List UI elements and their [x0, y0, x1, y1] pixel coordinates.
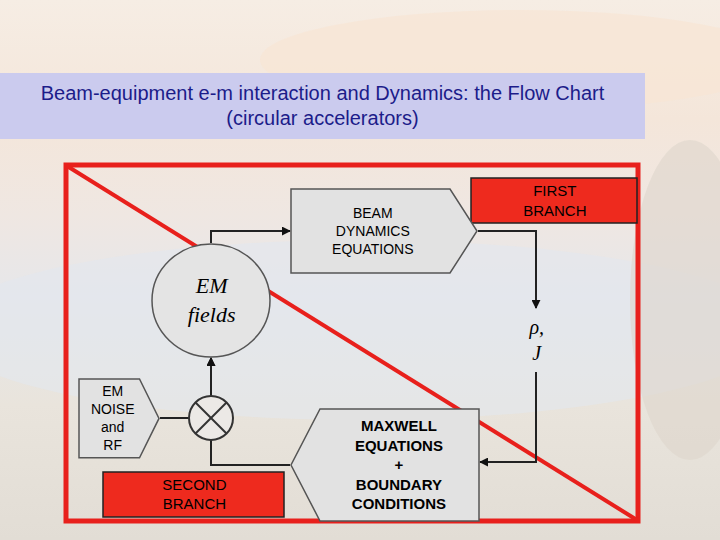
outline-shape	[291, 409, 479, 521]
node-label: SECOND BRANCH	[161, 475, 227, 514]
junction-cross	[196, 403, 227, 434]
outline-shape	[79, 379, 159, 458]
node-label: EM fields	[187, 272, 236, 329]
text-holder: ρ, J	[529, 314, 545, 366]
node-label: ρ, J	[529, 314, 545, 366]
node-label: EM NOISE and RF	[90, 382, 135, 455]
junction-cross	[196, 403, 227, 434]
outline-shape	[152, 244, 270, 357]
junction-circle	[189, 396, 233, 440]
node-label: MAXWELL EQUATIONS + BOUNDARY CONDITIONS	[351, 416, 447, 514]
text-holder: FIRST BRANCH	[522, 181, 587, 220]
process-pentagon: BEAM DYNAMICS EQUATIONS	[290, 188, 478, 274]
title-band: Beam-equipment e-m interaction and Dynam…	[0, 73, 645, 139]
tree-shadow	[630, 140, 720, 460]
outline-shape	[471, 178, 637, 223]
text-holder: SECOND BRANCH	[161, 475, 227, 514]
text-holder: EM fields	[187, 272, 236, 329]
flow-arrow	[478, 231, 536, 308]
source-symbol: ρ, J	[508, 310, 564, 370]
outline-shape	[103, 472, 284, 517]
slide-title: Beam-equipment e-m interaction and Dynam…	[8, 81, 638, 131]
text-holder: EM NOISE and RF	[90, 382, 135, 455]
flow-arrow	[211, 231, 290, 243]
input-pentagon: EM NOISE and RF	[78, 378, 160, 459]
branch-box: SECOND BRANCH	[102, 471, 285, 518]
branch-box: FIRST BRANCH	[470, 177, 638, 224]
text-holder: MAXWELL EQUATIONS + BOUNDARY CONDITIONS	[351, 416, 447, 514]
text-holder: BEAM DYNAMICS EQUATIONS	[331, 204, 414, 259]
field-circle: EM fields	[151, 243, 271, 358]
node-label: FIRST BRANCH	[522, 181, 587, 220]
flow-arrow	[480, 372, 536, 462]
node-label: BEAM DYNAMICS EQUATIONS	[331, 204, 414, 259]
red-diagonal	[67, 166, 637, 520]
red-frame	[66, 165, 638, 521]
outline-shape	[291, 189, 477, 273]
equation-pentagon: MAXWELL EQUATIONS + BOUNDARY CONDITIONS	[290, 408, 480, 522]
node-outline	[151, 243, 271, 358]
